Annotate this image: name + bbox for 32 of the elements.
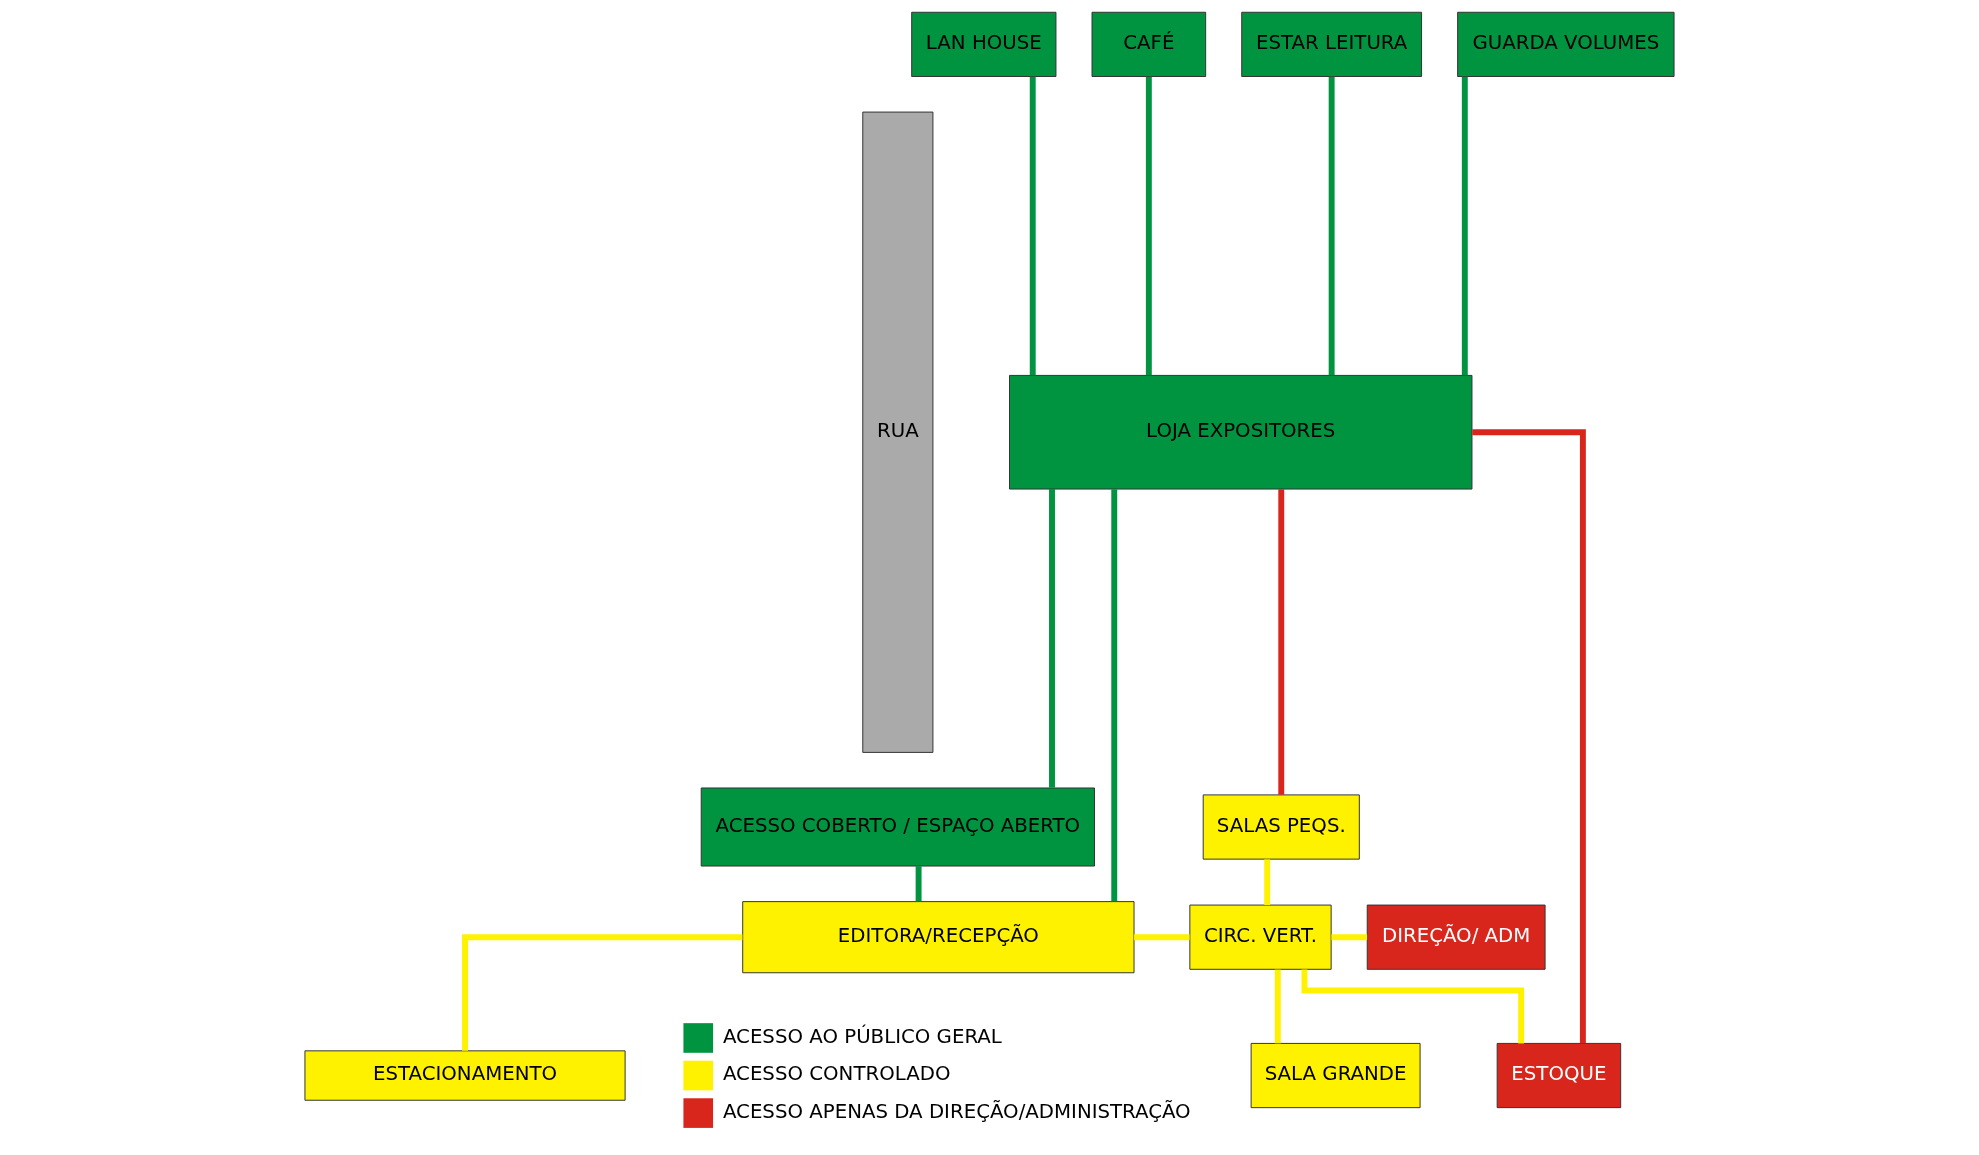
node-box: ACESSO COBERTO / ESPAÇO ABERTO [700, 787, 1095, 867]
connector [1331, 934, 1368, 941]
node-box: ESTACIONAMENTO [304, 1050, 626, 1101]
node-box: RUA [862, 111, 934, 753]
legend-label: ACESSO CONTROLADO [722, 1062, 951, 1086]
node-box: SALAS PEQS. [1202, 794, 1360, 860]
legend-label: ACESSO APENAS DA DIREÇÃO/ADMINISTRAÇÃO [722, 1100, 1191, 1124]
connector [1278, 489, 1285, 795]
node-box: DIREÇÃO/ ADM [1366, 904, 1546, 970]
node-box: GUARDA VOLUMES [1457, 11, 1675, 77]
legend-label: ACESSO AO PÚBLICO GERAL [722, 1024, 1002, 1048]
connector [1301, 969, 1525, 1044]
connector [1134, 934, 1190, 941]
node-box: CAFÉ [1091, 11, 1207, 77]
connector [1328, 76, 1335, 376]
connector [1111, 489, 1118, 902]
node-box: CIRC. VERT. [1189, 904, 1332, 970]
connector [1274, 969, 1281, 1044]
node-box: ESTAR LEITURA [1241, 11, 1423, 77]
node-box: ESTOQUE [1496, 1042, 1622, 1109]
connector [1264, 859, 1271, 906]
connector [1461, 76, 1468, 376]
connector [1029, 76, 1036, 376]
connector [1145, 76, 1152, 376]
connector [1049, 489, 1055, 788]
connector [1472, 429, 1586, 1044]
connector [462, 934, 743, 1051]
node-box: LAN HOUSE [911, 11, 1057, 77]
node-box: EDITORA/RECEPÇÃO [742, 901, 1135, 974]
node-box: LOJA EXPOSITORES [1009, 374, 1473, 490]
connector [915, 866, 922, 902]
node-box: SALA GRANDE [1250, 1042, 1421, 1109]
